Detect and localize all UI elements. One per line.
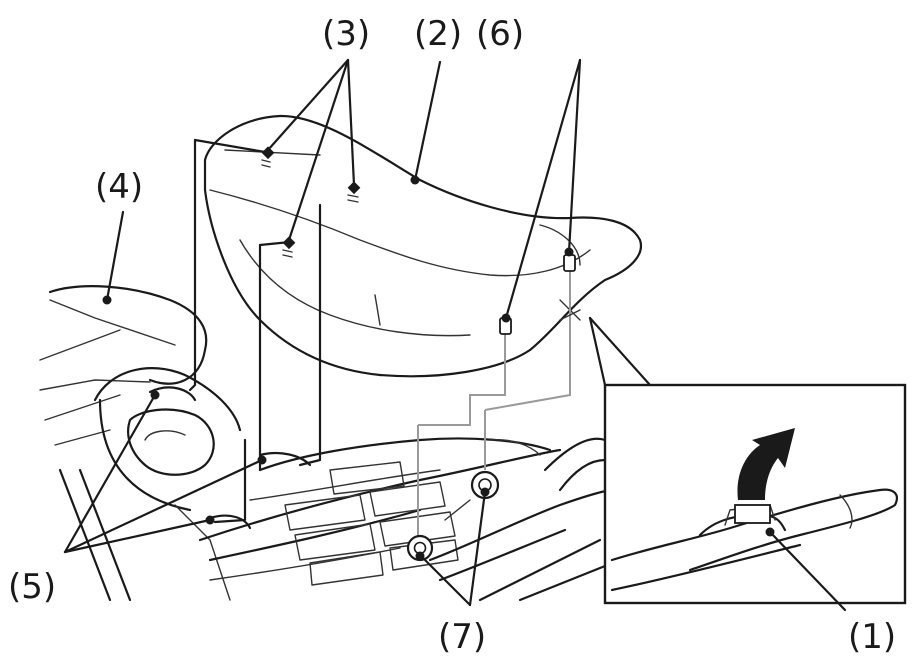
callout-label-7: (7) bbox=[438, 617, 486, 657]
callout-label-6: (6) bbox=[476, 14, 524, 54]
callout-leaders bbox=[63, 58, 582, 607]
lift-arrow-icon bbox=[737, 428, 795, 500]
mount-leader-lines bbox=[188, 138, 571, 540]
rear-seat-outline bbox=[39, 285, 208, 446]
grid-plate bbox=[284, 461, 459, 586]
seat-bolts bbox=[406, 470, 500, 562]
frame-mounts bbox=[148, 386, 312, 530]
callout-labels: (3) (2) (6) (4) (5) (7) (1) bbox=[8, 14, 896, 657]
frame-structure bbox=[58, 367, 622, 602]
callout-label-4: (4) bbox=[95, 167, 143, 207]
detail-inset bbox=[559, 309, 907, 612]
callout-label-2: (2) bbox=[414, 14, 462, 54]
seat-hooks bbox=[261, 146, 361, 258]
callout-label-5: (5) bbox=[8, 567, 56, 607]
callout-label-3: (3) bbox=[322, 14, 370, 54]
seat-pins bbox=[499, 254, 576, 335]
callout-label-1: (1) bbox=[848, 617, 896, 657]
